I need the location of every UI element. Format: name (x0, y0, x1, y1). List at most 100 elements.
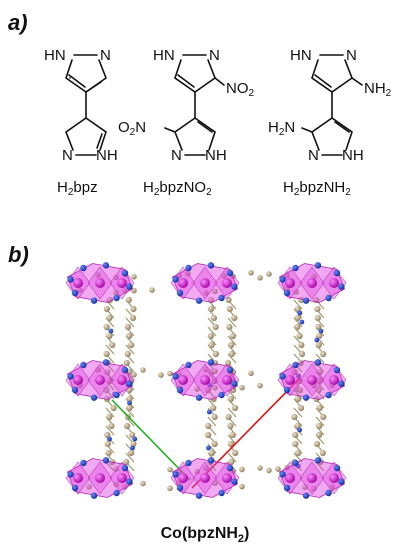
panel-b-label: b) (8, 242, 29, 267)
cobalt-atom (200, 278, 210, 288)
nitrogen-atom (207, 359, 215, 366)
nitrogen-atom (113, 391, 120, 399)
carbon-atom (158, 372, 164, 378)
substituent-no2-bottom: O2N (118, 119, 146, 138)
nitrogen-atom (207, 382, 213, 388)
carbon-atom (129, 431, 136, 439)
nitrogen-atom (318, 328, 324, 334)
linker-bond (105, 461, 115, 472)
linker-bond (207, 326, 217, 337)
carbon-atom (140, 480, 146, 487)
substituent-nh2-bottom: H2N (268, 119, 295, 138)
nitrogen-atom (231, 380, 238, 387)
atom-n-top: N (346, 47, 357, 64)
nitrogen-atom (314, 359, 322, 366)
linker-bond (227, 389, 237, 400)
carbon-atom (103, 350, 110, 358)
crystal-caption: Co(bpzNH2) (161, 525, 250, 545)
carbon-atom (294, 323, 301, 331)
nitrogen-atom (207, 262, 215, 269)
nitrogen-atom (132, 436, 138, 442)
carbon-atom (113, 481, 119, 488)
linker-bond (227, 452, 237, 463)
nitrogen-atom (172, 373, 179, 380)
nitrogen-atom (67, 373, 74, 380)
cobalt-atom (329, 278, 339, 288)
ring-top (65, 54, 107, 93)
cobalt-atom (329, 473, 339, 483)
nitrogen-atom (90, 394, 98, 401)
nitrogen-atom (130, 445, 135, 451)
axis-line-green (111, 399, 191, 481)
carbon-atom (266, 467, 272, 474)
cobalt-atom (95, 278, 105, 288)
nitrogen-atom (279, 276, 286, 283)
carbon-atom (128, 449, 135, 457)
carbon-atom (208, 305, 215, 313)
cobalt-atom (178, 473, 188, 483)
carbon-atom (126, 404, 133, 412)
carbon-atom (257, 382, 263, 389)
molecule-name: H2bpzNH2 (283, 179, 351, 198)
carbon-atom (226, 323, 233, 331)
carbon-atom (225, 413, 232, 421)
carbon-atom (130, 440, 137, 448)
cobalt-atom (95, 473, 105, 483)
nitrogen-atom (121, 464, 129, 472)
molecule-h2bpz: HN N N NH H2bpz (44, 47, 118, 198)
linker-bond (105, 344, 115, 355)
carbon-atom (231, 404, 239, 412)
nitrogen-atom (297, 427, 302, 433)
nitrogen-atom (176, 484, 184, 492)
carbon-atom (208, 341, 215, 349)
cobalt-atom (95, 375, 105, 385)
carbon-atom (257, 274, 263, 281)
carbon-atom (211, 440, 218, 448)
carbon-atom (311, 485, 317, 492)
carbon-atom (266, 271, 272, 277)
carbon-atom (109, 341, 116, 349)
nitrogen-atom (67, 471, 74, 478)
nitrogen-atom (226, 366, 234, 374)
carbon-atom (205, 386, 212, 394)
carbon-atom (131, 371, 137, 378)
substituent-no2-top: NO2 (226, 80, 255, 99)
carbon-atom (126, 395, 133, 403)
nitrogen-atom (302, 394, 310, 401)
nitrogen-atom (338, 478, 345, 485)
linker-bond (315, 461, 325, 472)
carbon-atom (228, 341, 235, 349)
carbon-atom (314, 305, 321, 313)
nitrogen-atom (218, 391, 225, 399)
nitrogen-atom (231, 478, 238, 485)
nitrogen-atom (333, 366, 341, 374)
nitrogen-atom (107, 436, 112, 442)
carbon-atom (212, 480, 218, 486)
nitrogen-atom (231, 283, 238, 290)
nitrogen-atom (102, 457, 110, 464)
nitrogen-atom (172, 471, 179, 478)
carbon-atom (212, 384, 218, 391)
nitrogen-atom (176, 386, 184, 394)
carbon-atom (315, 323, 322, 331)
nitrogen-atom (102, 262, 110, 269)
nitrogen-atom (176, 289, 184, 297)
carbon-atom (292, 431, 299, 439)
molecule-name: H2bpz (57, 179, 98, 198)
atom-hn-top: HN (44, 47, 66, 64)
nitrogen-atom (121, 366, 129, 374)
nitrogen-atom (90, 492, 98, 499)
nitrogen-atom (292, 264, 299, 272)
linker-bond (293, 407, 303, 418)
nitrogen-atom (283, 289, 291, 297)
carbon-atom (316, 368, 323, 376)
carbon-atom (293, 386, 299, 392)
carbon-atom (77, 287, 83, 294)
carbon-atom (228, 350, 235, 358)
carbon-atom (212, 288, 218, 295)
carbon-atom (210, 404, 217, 412)
cobalt-atom (307, 375, 317, 385)
carbon-atom (149, 287, 155, 293)
nitrogen-atom (127, 400, 132, 406)
nitrogen-atom (314, 262, 322, 269)
